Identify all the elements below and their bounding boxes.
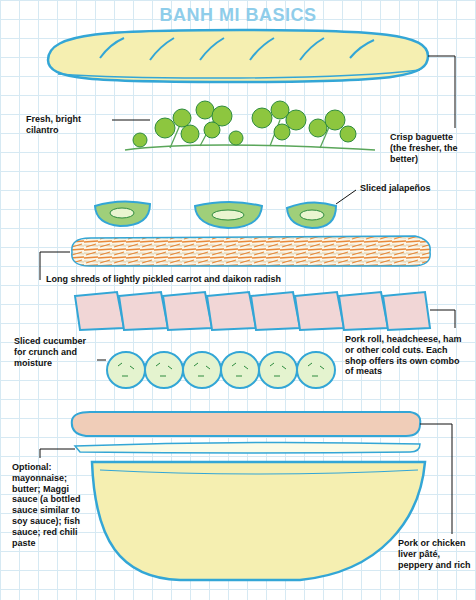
callout-label: Sliced cucumber for crunch and moisture bbox=[14, 336, 94, 368]
leader-lines bbox=[40, 56, 455, 534]
callout-label: Pork or chicken liver pâté, peppery and … bbox=[398, 538, 472, 570]
jalapeno-slices bbox=[95, 201, 336, 228]
pickled-shreds bbox=[72, 236, 430, 266]
title: BANH MI BASICS bbox=[0, 5, 476, 26]
callout-label: Optional: mayonnaise; butter; Maggi sauc… bbox=[12, 462, 86, 548]
pate-layer bbox=[72, 412, 421, 436]
callout-label: Pork roll, headcheese, ham or other cold… bbox=[345, 334, 465, 377]
mayo-layer bbox=[75, 442, 420, 453]
cilantro bbox=[125, 101, 375, 150]
callout-label: Sliced jalapeños bbox=[360, 183, 460, 194]
callout-label: Long shreds of lightly pickled carrot an… bbox=[46, 274, 386, 285]
top-baguette bbox=[48, 30, 428, 82]
callout-label: Crisp baguette (the fresher, the better) bbox=[390, 132, 470, 164]
bottom-baguette bbox=[92, 462, 425, 580]
callout-label: Fresh, bright cilantro bbox=[26, 114, 110, 136]
cold-cut-slices bbox=[75, 292, 430, 330]
cucumber-slices bbox=[107, 352, 335, 388]
